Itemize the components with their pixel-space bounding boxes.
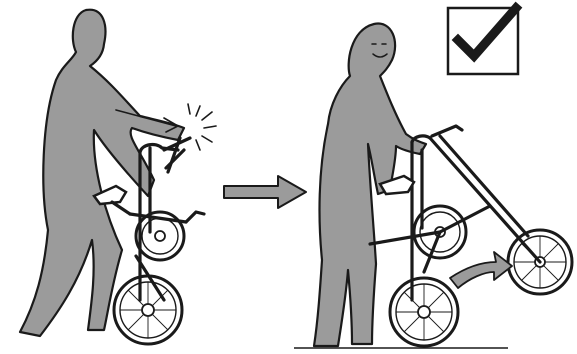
step-2-scene [294,8,572,348]
unfolded-bike [370,126,572,346]
wheel-rotation-arrow [450,252,512,288]
checkbox-checked-icon [448,8,518,74]
click-burst-icon [188,104,216,150]
rear-wheel-left [114,276,182,344]
right-arrow-icon [224,176,306,208]
rear-wheel-right [390,278,458,346]
step-1-scene [20,10,216,344]
